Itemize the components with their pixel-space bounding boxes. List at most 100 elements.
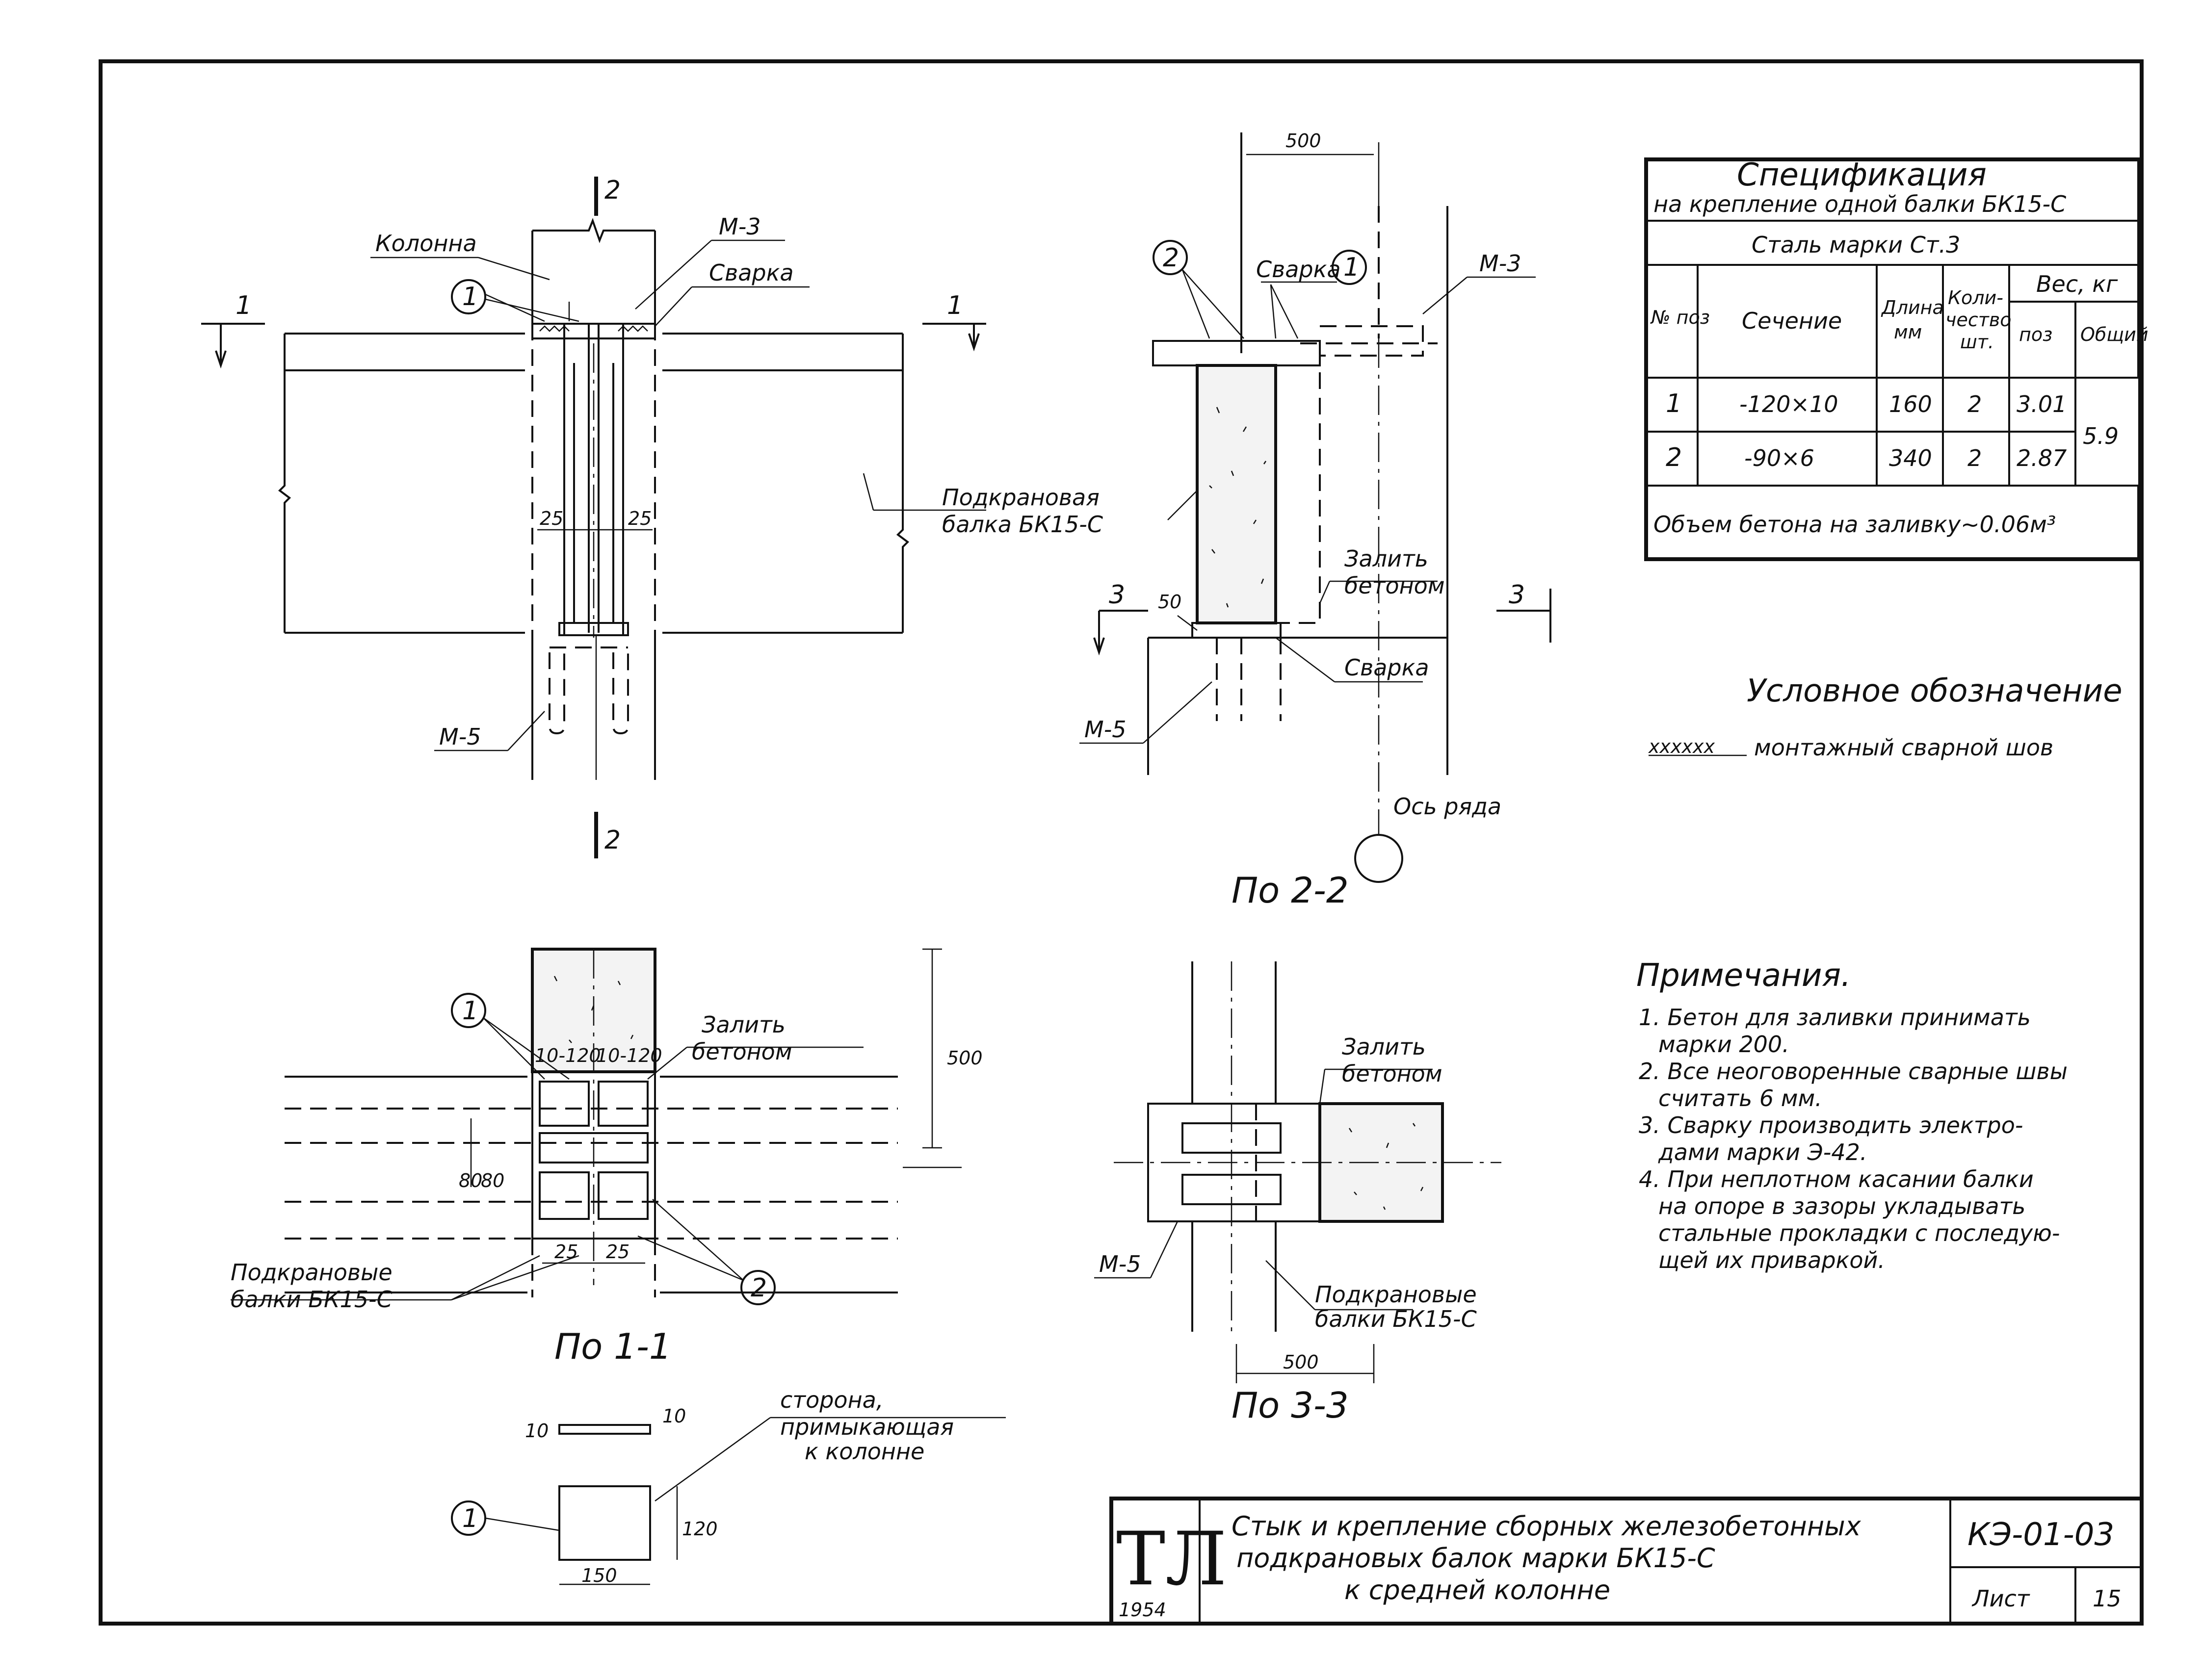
label-storona-1: сторона,	[780, 1387, 883, 1413]
tb-year: 1954	[1119, 1599, 1166, 1621]
spec-head-section: Сечение	[1742, 308, 1842, 334]
label-svarka-v22-bottom: Сварка	[1344, 654, 1429, 681]
dim-25-right-elev: 25	[628, 508, 652, 529]
pos-2-callout-v11	[740, 1270, 776, 1305]
label-zalit-v33-2: бетоном	[1342, 1060, 1442, 1087]
spec-total-weight: 5.9	[2083, 423, 2119, 449]
pos-1-callout-v11-text: 1	[462, 996, 478, 1026]
tb-title-2: подкрановых балок марки БК15-С	[1236, 1543, 1715, 1574]
spec-head-qty-1: Коли-	[1948, 287, 2003, 309]
dim-500-v11: 500	[947, 1047, 983, 1069]
specification-table: Спецификация на крепление одной балки БК…	[1644, 157, 2149, 561]
note-4-line-3: стальные прокладки с последую-	[1658, 1220, 2060, 1246]
spec-row1-length: 160	[1889, 391, 1932, 417]
view-3-3-caption: По 3-3	[1232, 1385, 1349, 1426]
tb-sheet-label: Лист	[1971, 1585, 2030, 1612]
spec-head-pos: № поз	[1650, 307, 1710, 328]
label-podkranovye-v11-1: Подкрановые	[231, 1259, 393, 1286]
label-podkranovye-v33-1: Подкрановые	[1315, 1281, 1477, 1308]
spec-row2-qty: 2	[1967, 445, 1982, 471]
note-1-line-1: 1. Бетон для заливки принимать	[1639, 1004, 2031, 1031]
view-1-1-caption: По 1-1	[554, 1326, 672, 1367]
dim-120-plate: 120	[682, 1518, 718, 1540]
note-2-line-1: 2. Все неоговоренные сварные швы	[1639, 1058, 2068, 1085]
label-zalit-v22-1: Залить	[1344, 545, 1428, 572]
spec-title-1: Спецификация	[1737, 157, 1987, 193]
dim-500-top: 500	[1285, 130, 1321, 152]
pos-1-callout-v22-text: 1	[1343, 253, 1360, 282]
dim-10x120-right: 10-120	[596, 1045, 662, 1066]
label-podkranovaya-2: балка БК15-С	[942, 511, 1103, 538]
legend: Условное обозначение xxxxxx монтажный св…	[1648, 673, 2123, 761]
note-3-line-1: 3. Сварку производить электро-	[1639, 1112, 2023, 1138]
label-zalit-v33-1: Залить	[1342, 1034, 1426, 1060]
dim-500-v33: 500	[1283, 1351, 1319, 1373]
label-zalit-v11-1: Залить	[702, 1011, 786, 1038]
tb-title-1: Стык и крепление сборных железобетонных	[1232, 1511, 1861, 1542]
label-m5-elev: M-5	[439, 724, 481, 750]
pos-2-callout-v22	[1153, 240, 1188, 275]
label-storona-3: к колонне	[805, 1438, 924, 1465]
label-m3-elev: M-3	[719, 213, 761, 240]
spec-head-w-pos: поз	[2019, 324, 2052, 345]
dim-80-b: 80	[481, 1170, 504, 1191]
pos-1-callout-plate-text: 1	[462, 1504, 478, 1533]
pos-1-callout-v22	[1332, 250, 1367, 285]
view-3-3: 500 Залить бетоном M-5 Подкрановые балки…	[1094, 961, 1501, 1426]
tb-title-3: к средней колонне	[1344, 1575, 1610, 1605]
label-m5-v22: M-5	[1084, 716, 1127, 743]
label-podkranovaya-1: Подкрановая	[942, 484, 1100, 511]
elev-section-1-right: 1	[947, 291, 963, 320]
view-2-2: 500 Ось ряда 3 3 2 1 Сварка	[1079, 130, 1551, 911]
elev-section-1-left: 1	[236, 291, 252, 320]
note-4-line-1: 4. При неплотном касании балки	[1639, 1166, 2034, 1192]
spec-row2-length: 340	[1889, 445, 1932, 471]
view-2-2-caption: По 2-2	[1232, 870, 1349, 911]
note-4-line-2: на опоре в зазоры укладывать	[1658, 1193, 2025, 1219]
legend-text: монтажный сварной шов	[1754, 734, 2053, 761]
dim-10x120-left: 10-120	[535, 1045, 601, 1066]
spec-concrete-volume: Объем бетона на заливку~0.06м³	[1653, 511, 2056, 538]
legend-title: Условное обозначение	[1747, 673, 2123, 709]
tb-code: КЭ-01-03	[1967, 1517, 2114, 1553]
pos-1-callout-elev-text: 1	[462, 282, 478, 311]
dim-25-left-v11: 25	[554, 1241, 578, 1263]
label-podkranovye-v33-2: балки БК15-С	[1315, 1306, 1477, 1332]
spec-head-length-2: мм	[1894, 321, 1922, 343]
notes: Примечания. 1. Бетон для заливки принима…	[1636, 957, 2068, 1273]
elevation-view: 2 2 1 1 Колонна M-3 Сварка 1 M-5 Подкран…	[201, 176, 1103, 858]
legend-symbol: xxxxxx	[1648, 736, 1715, 757]
note-3-line-2: дами марки Э-42.	[1658, 1139, 1867, 1165]
label-svarka-elev: Сварка	[709, 259, 794, 286]
dim-25-right-v11: 25	[606, 1241, 629, 1263]
label-m3-v22: M-3	[1479, 250, 1521, 277]
spec-head-length-1: Длина	[1881, 297, 1944, 318]
spec-title-2: на крепление одной балки БК15-С	[1653, 191, 2066, 217]
note-4-line-4: щей их приваркой.	[1658, 1247, 1885, 1273]
tb-logo: ТЛ	[1116, 1517, 1227, 1602]
spec-row1-pos: 1	[1666, 389, 1682, 418]
label-storona-2: примыкающая	[780, 1414, 954, 1440]
note-2-line-2: считать 6 мм.	[1658, 1085, 1822, 1111]
pos-2-callout-v22-text: 2	[1163, 243, 1179, 273]
dim-10-plate-left: 10	[525, 1420, 549, 1442]
label-zalit-v11-2: бетоном	[692, 1038, 792, 1065]
spec-row1-section: -120×10	[1739, 391, 1838, 417]
spec-head-weight: Вес, кг	[2036, 271, 2118, 297]
spec-row2-pos: 2	[1666, 443, 1682, 472]
spec-steel: Сталь марки Ст.3	[1752, 232, 1960, 258]
plate-detail: 150 120 10 10 1 сторона, примыкающая к к…	[451, 1387, 1006, 1586]
pos-2-callout-v11-text: 2	[751, 1273, 767, 1303]
tb-sheet-num: 15	[2093, 1585, 2122, 1612]
label-zalit-v22-2: бетоном	[1344, 572, 1445, 599]
label-m5-v33: M-5	[1099, 1251, 1141, 1277]
dim-150-plate: 150	[581, 1565, 617, 1586]
label-svarka-v22-top: Сварка	[1256, 256, 1341, 283]
spec-row2-section: -90×6	[1744, 445, 1814, 471]
elev-section-2-bottom: 2	[604, 826, 621, 855]
dim-80-a: 80	[459, 1170, 482, 1191]
pos-1-callout-elev	[451, 279, 486, 314]
label-kolonna: Колонна	[375, 230, 477, 257]
spec-head-qty-3: шт.	[1960, 331, 1994, 353]
